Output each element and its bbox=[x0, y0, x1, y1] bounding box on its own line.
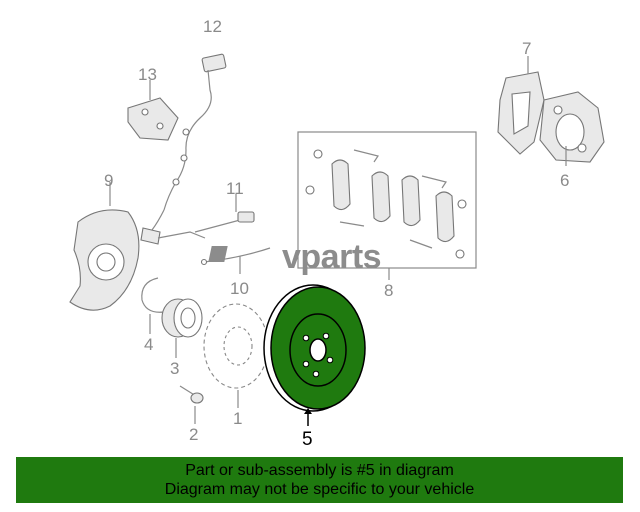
caliper-bracket-7 bbox=[497, 56, 545, 155]
callout-3: 3 bbox=[170, 359, 179, 378]
callout-10: 10 bbox=[230, 279, 249, 298]
banner-line-2: Diagram may not be specific to your vehi… bbox=[164, 481, 475, 498]
callout-7: 7 bbox=[522, 39, 531, 58]
callout-1: 1 bbox=[233, 409, 242, 428]
notice-banner: Part or sub-assembly is #5 in diagram Di… bbox=[16, 457, 623, 503]
callout-8: 8 bbox=[384, 281, 393, 300]
vparts-watermark: vparts bbox=[208, 238, 382, 276]
callout-5: 5 bbox=[302, 429, 313, 450]
wheel-bearing-3 bbox=[161, 298, 203, 358]
parts-diagram: 12 7 13 6 9 11 10 8 4 3 1 2 5 vparts bbox=[69, 17, 605, 450]
callout-2: 2 bbox=[189, 425, 198, 444]
watermark-text: vparts bbox=[282, 238, 381, 276]
callout-11: 11 bbox=[226, 179, 244, 198]
callout-13: 13 bbox=[138, 65, 157, 84]
callout-9: 9 bbox=[104, 171, 113, 190]
abs-sensor-wire bbox=[140, 53, 227, 245]
bracket-13 bbox=[127, 80, 179, 141]
banner-line-1: Part or sub-assembly is #5 in diagram bbox=[185, 462, 454, 479]
splash-shield-9 bbox=[69, 182, 140, 311]
wear-sensor-11 bbox=[194, 194, 255, 233]
hub-1 bbox=[203, 303, 269, 408]
callout-4: 4 bbox=[144, 335, 153, 354]
bolt-2 bbox=[179, 385, 204, 424]
caliper-6 bbox=[539, 91, 605, 166]
snap-ring-4 bbox=[141, 277, 165, 334]
pad-kit-8 bbox=[297, 131, 477, 280]
callout-12: 12 bbox=[203, 17, 222, 36]
brake-rotor-5 bbox=[263, 284, 366, 426]
callout-6: 6 bbox=[560, 171, 569, 190]
